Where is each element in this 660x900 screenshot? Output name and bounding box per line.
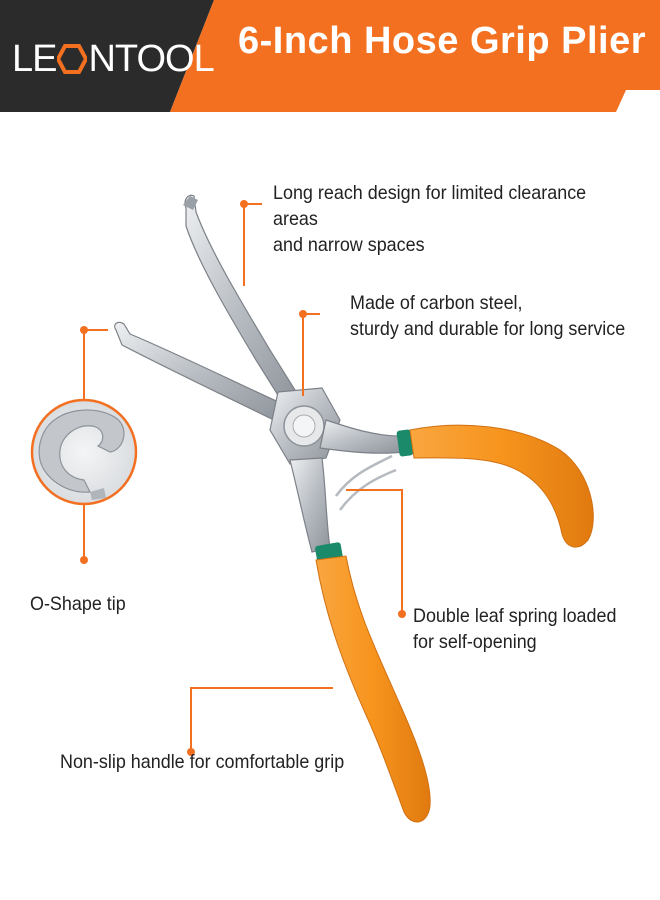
hex-nut-icon	[56, 44, 89, 74]
upper-handle-shank	[319, 419, 405, 454]
callout-spring: Double leaf spring loaded for self-openi…	[413, 603, 616, 655]
brand-text-part1: LE	[12, 38, 57, 80]
o-shape-tip-zoom	[30, 398, 138, 506]
header-banner	[0, 0, 660, 112]
banner-dark-panel	[0, 0, 214, 112]
upper-handle-grip	[396, 424, 594, 548]
callout-o-shape: O-Shape tip	[30, 593, 126, 615]
banner-orange-panel	[170, 0, 660, 112]
upper-jaw	[183, 194, 301, 409]
lower-handle-shank	[289, 457, 331, 553]
callout-carbon-steel: Made of carbon steel, sturdy and durable…	[350, 290, 625, 342]
brand-logo: LE NTOOL	[12, 38, 215, 81]
callout-long-reach: Long reach design for limited clearance …	[273, 180, 629, 258]
lower-jaw	[114, 321, 286, 423]
page-title: 6-Inch Hose Grip Plier	[238, 20, 646, 62]
leaf-spring	[334, 454, 397, 511]
callout-long-reach-line1: Long reach design for limited clearance …	[273, 182, 587, 230]
callout-spring-line2: for self-opening	[413, 631, 537, 653]
callout-dots	[80, 200, 406, 756]
lower-handle-grip	[315, 542, 431, 823]
callout-spring-line1: Double leaf spring loaded	[413, 605, 617, 627]
callout-carbon-steel-line1: Made of carbon steel,	[350, 292, 523, 314]
callout-handle: Non-slip handle for comfortable grip	[60, 751, 345, 773]
brand-text-part2: NTOOL	[88, 38, 214, 80]
callout-carbon-steel-line2: sturdy and durable for long service	[350, 318, 626, 340]
callout-long-reach-line2: and narrow spaces	[273, 234, 425, 256]
